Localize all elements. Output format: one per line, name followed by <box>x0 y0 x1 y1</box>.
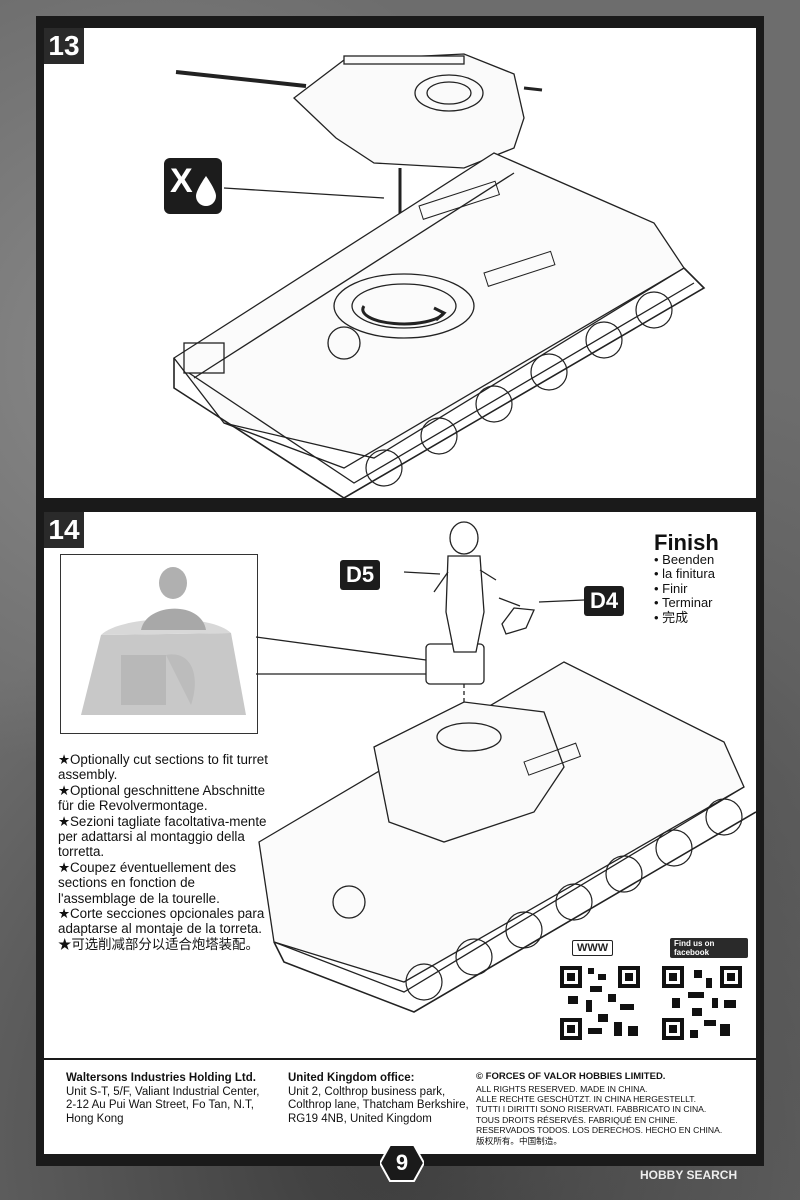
no-glue-icon: X <box>164 158 222 214</box>
note-it: ★Sezioni tagliate facoltativa-mente per … <box>58 813 267 860</box>
copyright-title: © FORCES OF VALOR HOBBIES LIMITED. <box>476 1071 666 1082</box>
address-line: Hong Kong <box>66 1112 124 1125</box>
no-glue-letter: X <box>170 162 193 200</box>
qr-website[interactable]: WWW <box>554 932 644 1042</box>
address-line: Unit 2, Colthrop business park, <box>288 1085 446 1098</box>
note-es: ★Corte secciones opcionales para adaptar… <box>58 906 265 937</box>
finish-item: Terminar <box>654 595 719 611</box>
page-number-text: 9 <box>395 1150 409 1175</box>
address-line: 2-12 Au Pui Wan Street, Fo Tan, N.T, <box>66 1099 254 1111</box>
finish-item: Finir <box>654 581 719 597</box>
page-number: 9 <box>378 1143 426 1183</box>
note-de: ★Optional geschnittene Abschnitte für di… <box>58 782 266 814</box>
copyright-line: 版权所有。中国制造。 <box>476 1135 562 1146</box>
facebook-icon: Find us on facebook <box>670 938 748 958</box>
note-fr: ★Coupez éventuellement des sections en f… <box>58 859 237 906</box>
step-14-panel: 14 <box>44 512 756 1058</box>
finish-title: Finish <box>654 530 719 555</box>
copyright-line: ALL RIGHTS RESERVED. MADE IN CHINA. <box>476 1083 648 1094</box>
copyright-line: TUTTI I DIRITTI SONO RISERVATI. FABBRICA… <box>476 1104 707 1115</box>
part-label-d4: D4 <box>584 586 625 616</box>
finish-item: 完成 <box>654 610 719 626</box>
copyright-block: © FORCES OF VALOR HOBBIES LIMITED. ALL R… <box>476 1070 722 1146</box>
optional-cut-notes: ★Optionally cut sections to fit turret a… <box>58 752 270 952</box>
qr-code-icon <box>660 964 744 1042</box>
address-line: Colthrop lane, Thatcham Berkshire, <box>288 1099 469 1111</box>
page-number-badge <box>378 1144 426 1182</box>
part-label-d5: D5 <box>340 560 381 590</box>
finish-item: la finitura <box>654 566 719 582</box>
address-line: Unit S-T, 5/F, Valiant Industrial Center… <box>66 1085 260 1098</box>
company-name: Waltersons Industries Holding Ltd. <box>66 1072 256 1084</box>
qr-facebook[interactable]: Find us on facebook <box>656 932 748 1042</box>
note-zh: ★可选削减部分以适合炮塔装配。 <box>58 936 259 952</box>
step-13-panel: 13 X <box>44 28 756 498</box>
uk-office-title: United Kingdom office: <box>288 1072 415 1084</box>
qr-code-icon <box>558 964 642 1042</box>
figure-in-turret-image <box>61 555 257 733</box>
step-number: 13 <box>44 28 84 64</box>
step-14-illustration <box>255 521 756 1013</box>
copyright-line: ALLE RECHTE GESCHÜTZT. IN CHINA HERGESTE… <box>476 1093 696 1104</box>
www-icon: WWW <box>572 940 614 956</box>
step-number: 14 <box>44 512 84 548</box>
uk-office-address: United Kingdom office: Unit 2, Colthrop … <box>288 1072 469 1126</box>
copyright-line: TOUS DROITS RÉSERVÉS. FABRIQUÉ EN CHINE. <box>476 1114 678 1125</box>
company-address: Waltersons Industries Holding Ltd. Unit … <box>66 1072 259 1126</box>
watermark: HOBBY SEARCH <box>640 1168 738 1182</box>
drop-icon <box>196 176 216 206</box>
crew-figure-photo <box>60 554 258 734</box>
step-13-illustration <box>173 53 706 498</box>
finish-translations: Beenden la finitura Finir Terminar 完成 <box>654 552 719 626</box>
finish-item: Beenden <box>654 552 719 568</box>
note-en: ★Optionally cut sections to fit turret a… <box>58 752 268 783</box>
footer: Waltersons Industries Holding Ltd. Unit … <box>44 1060 756 1154</box>
finish-block: Finish Beenden la finitura Finir Termina… <box>654 530 719 626</box>
address-line: RG19 4NB, United Kingdom <box>288 1112 432 1125</box>
copyright-line: RESERVADOS TODOS. LOS DERECHOS. HECHO EN… <box>476 1125 723 1136</box>
